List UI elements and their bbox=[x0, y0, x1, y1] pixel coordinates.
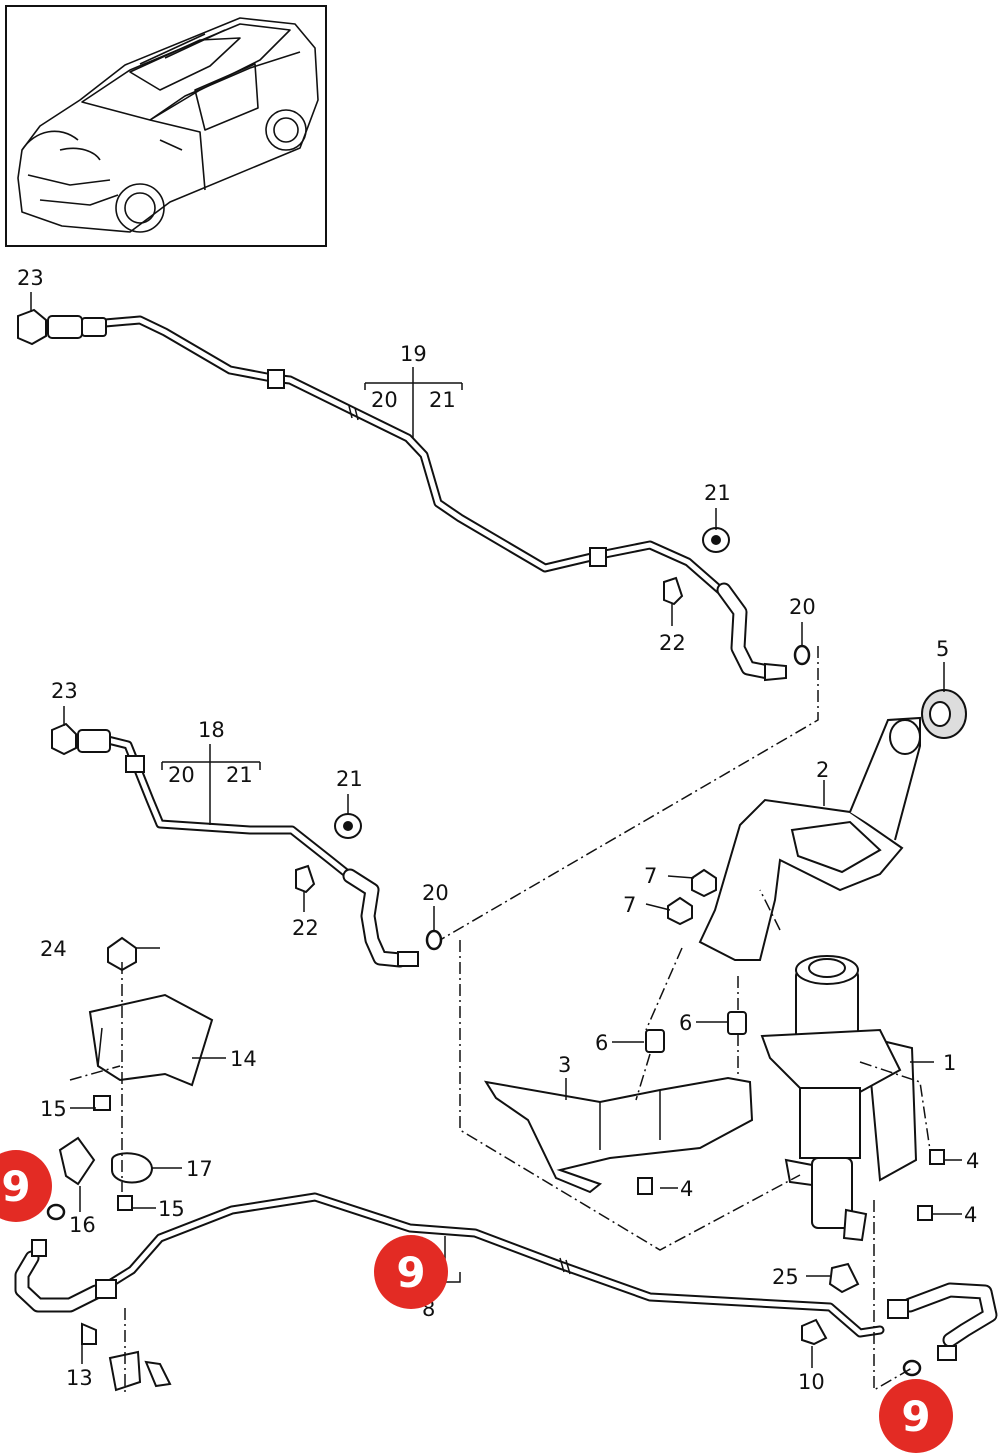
pipe-19 bbox=[17, 308, 787, 682]
label-7-top: 7 bbox=[644, 864, 657, 888]
label-21-upper: 21 bbox=[704, 481, 731, 505]
label-21-mid: 21 bbox=[226, 763, 253, 787]
label-1: 1 bbox=[943, 1051, 956, 1075]
pipe-8 bbox=[14, 1192, 998, 1361]
bracket-3 bbox=[483, 1076, 754, 1194]
pipe-18 bbox=[51, 722, 419, 968]
label-25: 25 bbox=[772, 1265, 799, 1289]
label-23-mid: 23 bbox=[51, 679, 78, 703]
small-parts bbox=[46, 527, 967, 1392]
label-22-upper: 22 bbox=[659, 631, 686, 655]
label-7-bottom: 7 bbox=[623, 893, 636, 917]
label-16: 16 bbox=[69, 1213, 96, 1237]
badge-9-center: 9 bbox=[374, 1235, 448, 1309]
leader-lines bbox=[30, 292, 962, 1395]
svg-text:9: 9 bbox=[901, 1392, 930, 1441]
label-21-lower: 21 bbox=[336, 767, 363, 791]
label-4-right: 4 bbox=[966, 1149, 979, 1173]
badge-9-left: 9 bbox=[0, 1150, 52, 1222]
svg-text:9: 9 bbox=[396, 1248, 425, 1297]
label-24: 24 bbox=[40, 937, 67, 961]
label-19: 19 bbox=[400, 342, 427, 366]
label-5: 5 bbox=[936, 637, 949, 661]
label-3: 3 bbox=[558, 1053, 571, 1077]
badge-9-right: 9 bbox=[879, 1379, 953, 1453]
vehicle-thumbnail bbox=[5, 5, 327, 247]
label-10: 10 bbox=[798, 1370, 825, 1394]
label-21-top: 21 bbox=[429, 388, 456, 412]
label-2: 2 bbox=[816, 758, 829, 782]
label-20-top: 20 bbox=[371, 388, 398, 412]
label-23-top: 23 bbox=[17, 266, 44, 290]
label-6-left: 6 bbox=[595, 1031, 608, 1055]
label-4-mid: 4 bbox=[680, 1177, 693, 1201]
bracket-14 bbox=[88, 993, 214, 1087]
label-20-mid: 20 bbox=[168, 763, 195, 787]
svg-text:9: 9 bbox=[1, 1162, 30, 1211]
label-20-upper: 20 bbox=[789, 595, 816, 619]
badges: 9 9 9 bbox=[0, 1150, 953, 1453]
bracket-2 bbox=[698, 716, 921, 961]
label-20-lower: 20 bbox=[422, 881, 449, 905]
part-labels: 23 19 20 21 21 20 22 5 23 18 20 21 2 21 … bbox=[17, 266, 979, 1394]
label-15-top: 15 bbox=[40, 1097, 67, 1121]
label-14: 14 bbox=[230, 1047, 257, 1071]
pump-1 bbox=[760, 955, 918, 1242]
label-17: 17 bbox=[186, 1157, 213, 1181]
label-4-lower: 4 bbox=[964, 1203, 977, 1227]
label-18: 18 bbox=[198, 718, 225, 742]
label-15-bottom: 15 bbox=[158, 1197, 185, 1221]
label-6-right: 6 bbox=[679, 1011, 692, 1035]
label-22-lower: 22 bbox=[292, 916, 319, 940]
label-13: 13 bbox=[66, 1366, 93, 1390]
